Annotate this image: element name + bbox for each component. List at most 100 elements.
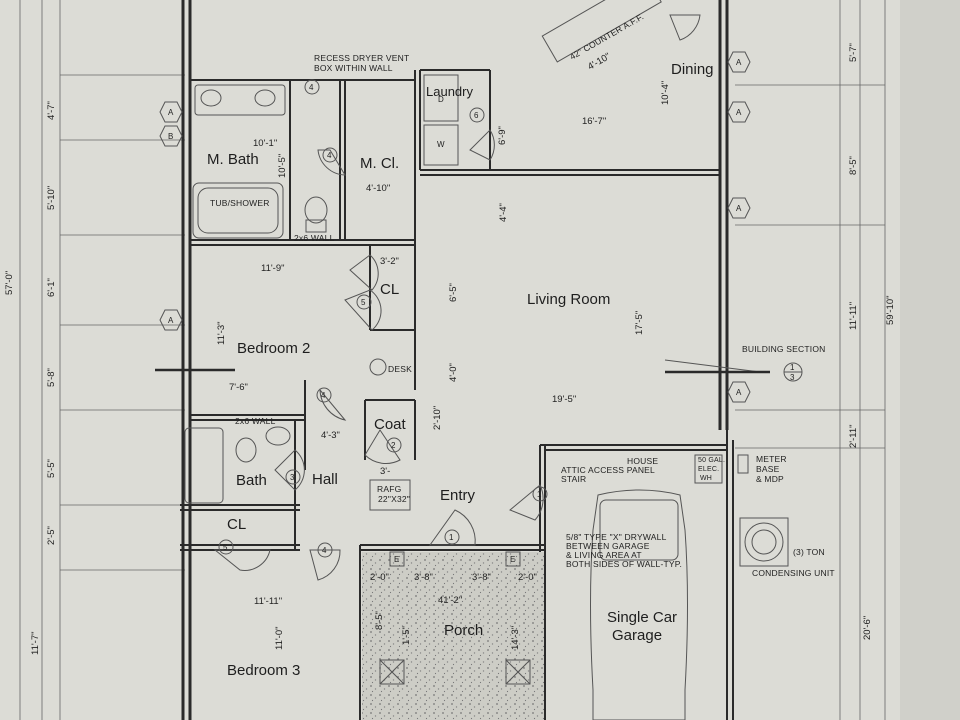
tag-a3: A bbox=[736, 204, 742, 213]
note-condensing-2: CONDENSING UNIT bbox=[752, 568, 835, 578]
dim-liv-a: 4'-4" bbox=[498, 203, 509, 222]
note-2x6-wall-b: 2x6 WALL bbox=[235, 416, 276, 426]
section-sheet-number: 3 bbox=[790, 373, 795, 382]
tag-num-6: 6 bbox=[474, 111, 479, 120]
dim-hall-s: 3'- bbox=[380, 466, 390, 477]
room-living-room: Living Room bbox=[527, 291, 610, 308]
note-drywall-3: & LIVING AREA AT bbox=[566, 550, 642, 560]
dim-mbath-h: 10'-5" bbox=[277, 154, 288, 178]
tag-num-1b: 1 bbox=[449, 533, 454, 542]
section-mark-number: 1 bbox=[790, 363, 795, 372]
note-attic-access-2: STAIR bbox=[561, 474, 586, 484]
tag-a6: A bbox=[168, 316, 174, 325]
sheet-shade-right bbox=[900, 0, 960, 720]
tag-a1: A bbox=[736, 58, 742, 67]
dim-left-5: 5'-8" bbox=[46, 368, 57, 387]
dim-left-2: 5'-10" bbox=[46, 186, 57, 210]
fixtures bbox=[155, 0, 789, 720]
dim-right-2: 8'-5" bbox=[848, 156, 859, 175]
tag-e1: E bbox=[394, 555, 399, 564]
dim-right-3: 11'-11" bbox=[848, 302, 859, 330]
tag-e2: E bbox=[510, 555, 515, 564]
note-desk: DESK bbox=[388, 364, 412, 374]
note-drywall-2: BETWEEN GARAGE bbox=[566, 541, 650, 551]
tag-num-2: 2 bbox=[391, 441, 396, 450]
note-tub-shower: TUB/SHOWER bbox=[210, 198, 270, 208]
room-dining: Dining bbox=[671, 61, 714, 78]
door-swings bbox=[213, 14, 701, 581]
room-cl-lower: CL bbox=[227, 516, 246, 533]
note-house: HOUSE bbox=[627, 456, 658, 466]
note-wh-3: WH bbox=[700, 475, 712, 482]
note-recess-dryer-1: RECESS DRYER VENT bbox=[314, 53, 409, 63]
tag-washer: W bbox=[437, 140, 445, 149]
right-dimensions: 5'-7" 8'-5" 11'-11" 59'-10" 2'-11" 20'-6… bbox=[848, 43, 896, 640]
tag-num-4a: 4 bbox=[309, 83, 314, 92]
room-m-bath: M. Bath bbox=[207, 151, 259, 168]
dim-bed3-w: 11'-11" bbox=[254, 596, 282, 607]
left-dimension-lines bbox=[19, 0, 185, 720]
room-laundry: Laundry bbox=[426, 84, 473, 99]
note-building-section: BUILDING SECTION bbox=[742, 344, 826, 354]
tag-num-5b: 5 bbox=[223, 543, 228, 552]
tag-num-4c: 4 bbox=[321, 391, 326, 400]
note-meter-2: BASE bbox=[756, 464, 780, 474]
dim-porch-a: 2'-0" bbox=[370, 572, 389, 583]
dim-hall-w: 7'-6" bbox=[229, 382, 248, 393]
note-drywall-1: 5/8" TYPE "X" DRYWALL bbox=[566, 532, 667, 542]
dim-right-4: 59'-10" bbox=[885, 296, 896, 325]
dim-porch-d: 2'-0" bbox=[518, 572, 537, 583]
note-meter-1: METER bbox=[756, 454, 787, 464]
room-coat: Coat bbox=[374, 416, 407, 433]
dim-liv-b: 6'-5" bbox=[448, 283, 459, 302]
tag-a4: A bbox=[736, 388, 742, 397]
dim-right-6: 20'-6" bbox=[862, 616, 873, 640]
dim-bed3-h: 11'-0" bbox=[274, 627, 285, 651]
dim-mbath-w: 10'-1" bbox=[253, 138, 277, 149]
note-wh-1: 50 GAL. bbox=[698, 457, 725, 464]
note-drywall-4: BOTH SIDES OF WALL-TYP. bbox=[566, 559, 682, 569]
tag-a2: A bbox=[736, 108, 742, 117]
dim-right-1: 5'-7" bbox=[848, 43, 859, 62]
note-meter-3: & MDP bbox=[756, 474, 784, 484]
dim-right-5: 2'-11" bbox=[848, 425, 859, 449]
dim-liv-c: 4'-0" bbox=[448, 363, 459, 382]
note-attic-access-1: ATTIC ACCESS PANEL bbox=[561, 465, 655, 475]
note-rafg-2: 22"X32" bbox=[378, 494, 410, 504]
note-rafg-1: RAFG bbox=[377, 484, 401, 494]
room-bedroom-3: Bedroom 3 bbox=[227, 662, 300, 679]
dim-left-7: 2'-5" bbox=[46, 526, 57, 545]
dim-porch-c: 3'-8" bbox=[472, 572, 491, 583]
dim-porch-w: 41'-2" bbox=[438, 595, 462, 606]
dim-liv-d: 2'-10" bbox=[432, 406, 443, 430]
tag-dryer: D bbox=[438, 95, 444, 104]
dim-left-1: 4'-7" bbox=[46, 101, 57, 120]
note-condensing-1: (3) TON bbox=[793, 547, 825, 557]
tag-num-5a: 5 bbox=[361, 298, 366, 307]
dim-porch-h2: 1'-5" bbox=[401, 626, 412, 645]
dim-liv-h: 17'-5" bbox=[634, 311, 645, 335]
dim-cl-w: 3'-2" bbox=[380, 256, 399, 267]
dim-coat-w: 4'-3" bbox=[321, 430, 340, 441]
room-garage-line1: Single Car bbox=[607, 609, 677, 626]
dim-left-3: 57'-0" bbox=[4, 271, 15, 295]
dim-laundry-h: 6'-9" bbox=[497, 126, 508, 145]
tag-num-4b: 4 bbox=[327, 151, 332, 160]
room-bath: Bath bbox=[236, 472, 267, 489]
room-entry: Entry bbox=[440, 487, 476, 504]
room-cl-upper: CL bbox=[380, 281, 399, 298]
dim-left-4: 6'-1" bbox=[46, 278, 57, 297]
section-marker: 1 3 bbox=[783, 362, 803, 382]
dim-bed2-h: 11'-3" bbox=[216, 322, 227, 346]
porch-slab bbox=[362, 552, 544, 720]
tag-a5: A bbox=[168, 108, 174, 117]
dim-liv-w: 19'-5" bbox=[552, 394, 576, 405]
tags: A A A A A A B E E 1 1 2 3 4 4 4 4 5 5 bbox=[159, 51, 751, 567]
walls bbox=[180, 0, 734, 720]
interior-dimensions: 10'-1" 10'-5" 4'-10" 6'-9" 10'-4" 16'-7"… bbox=[216, 51, 671, 650]
right-dimension-lines bbox=[735, 0, 886, 720]
tag-b: B bbox=[168, 132, 173, 141]
room-hall: Hall bbox=[312, 471, 338, 488]
room-m-cl: M. Cl. bbox=[360, 155, 399, 172]
